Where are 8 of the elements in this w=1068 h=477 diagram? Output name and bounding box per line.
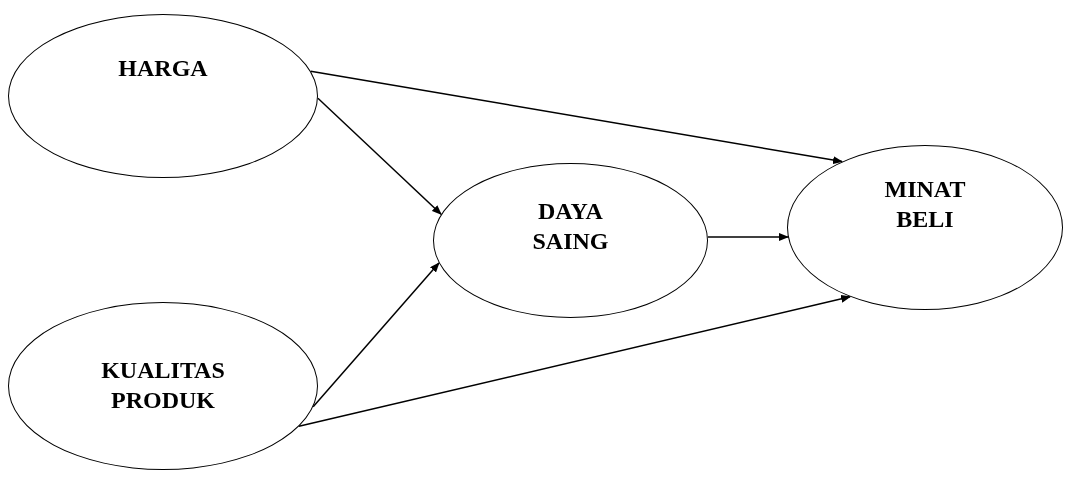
node-label: HARGA xyxy=(117,54,209,83)
node-label: DAYA SAING xyxy=(531,197,610,256)
node-label: MINAT BELI xyxy=(883,175,967,234)
arrow xyxy=(298,294,852,428)
arrow xyxy=(707,232,789,241)
arrow xyxy=(317,97,442,215)
node-label: KUALITAS PRODUK xyxy=(100,356,226,415)
arrow xyxy=(310,70,843,164)
